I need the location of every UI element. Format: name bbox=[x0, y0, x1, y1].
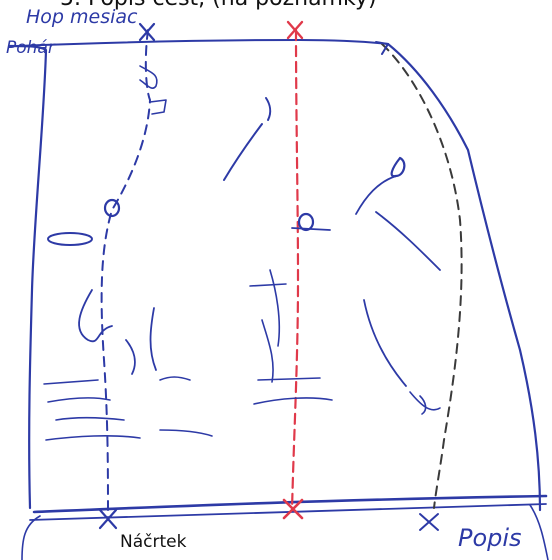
middle-route-slab-1 bbox=[250, 284, 286, 286]
ground-line bbox=[34, 496, 546, 512]
left-wall-outline bbox=[10, 46, 46, 508]
left-route-slab-3 bbox=[56, 418, 124, 420]
left-route-crack-b bbox=[151, 308, 157, 370]
left-route-crack-c bbox=[126, 340, 135, 374]
right-route-crack-3 bbox=[364, 300, 406, 386]
left-route-slab-5 bbox=[160, 430, 212, 436]
middle-route-crack-2 bbox=[262, 320, 273, 382]
left-route-crack-a bbox=[79, 290, 112, 341]
middle-route bbox=[292, 30, 298, 510]
left-route-x-bottom bbox=[100, 510, 116, 528]
right-route-x-bottom bbox=[420, 514, 438, 530]
left-route-slab-2 bbox=[48, 398, 110, 402]
right-route-crack-2 bbox=[376, 212, 440, 270]
left-route-slab-6 bbox=[160, 377, 190, 380]
left-route-feature-1 bbox=[140, 66, 157, 88]
middle-route-slab-3 bbox=[258, 378, 320, 380]
middle-route-slab-2 bbox=[254, 398, 332, 404]
right-wall-outline bbox=[388, 44, 540, 510]
left-route bbox=[102, 30, 150, 520]
middle-route-flake bbox=[224, 124, 262, 180]
frame-corner-left bbox=[22, 516, 40, 560]
left-route-slab-4 bbox=[46, 436, 140, 440]
left-route-belay-2 bbox=[48, 233, 92, 245]
left-route-slab-1 bbox=[44, 380, 98, 384]
right-route bbox=[382, 44, 462, 508]
left-route-belay-1 bbox=[105, 200, 119, 216]
frame-corner-right bbox=[530, 505, 548, 560]
top-edge-line bbox=[18, 40, 388, 46]
middle-route-crack-1 bbox=[270, 270, 279, 346]
right-route-flake-1 bbox=[392, 158, 405, 176]
right-route-crack-1 bbox=[356, 176, 396, 214]
left-route-feature-2 bbox=[150, 100, 166, 114]
middle-route-hold bbox=[266, 98, 270, 120]
